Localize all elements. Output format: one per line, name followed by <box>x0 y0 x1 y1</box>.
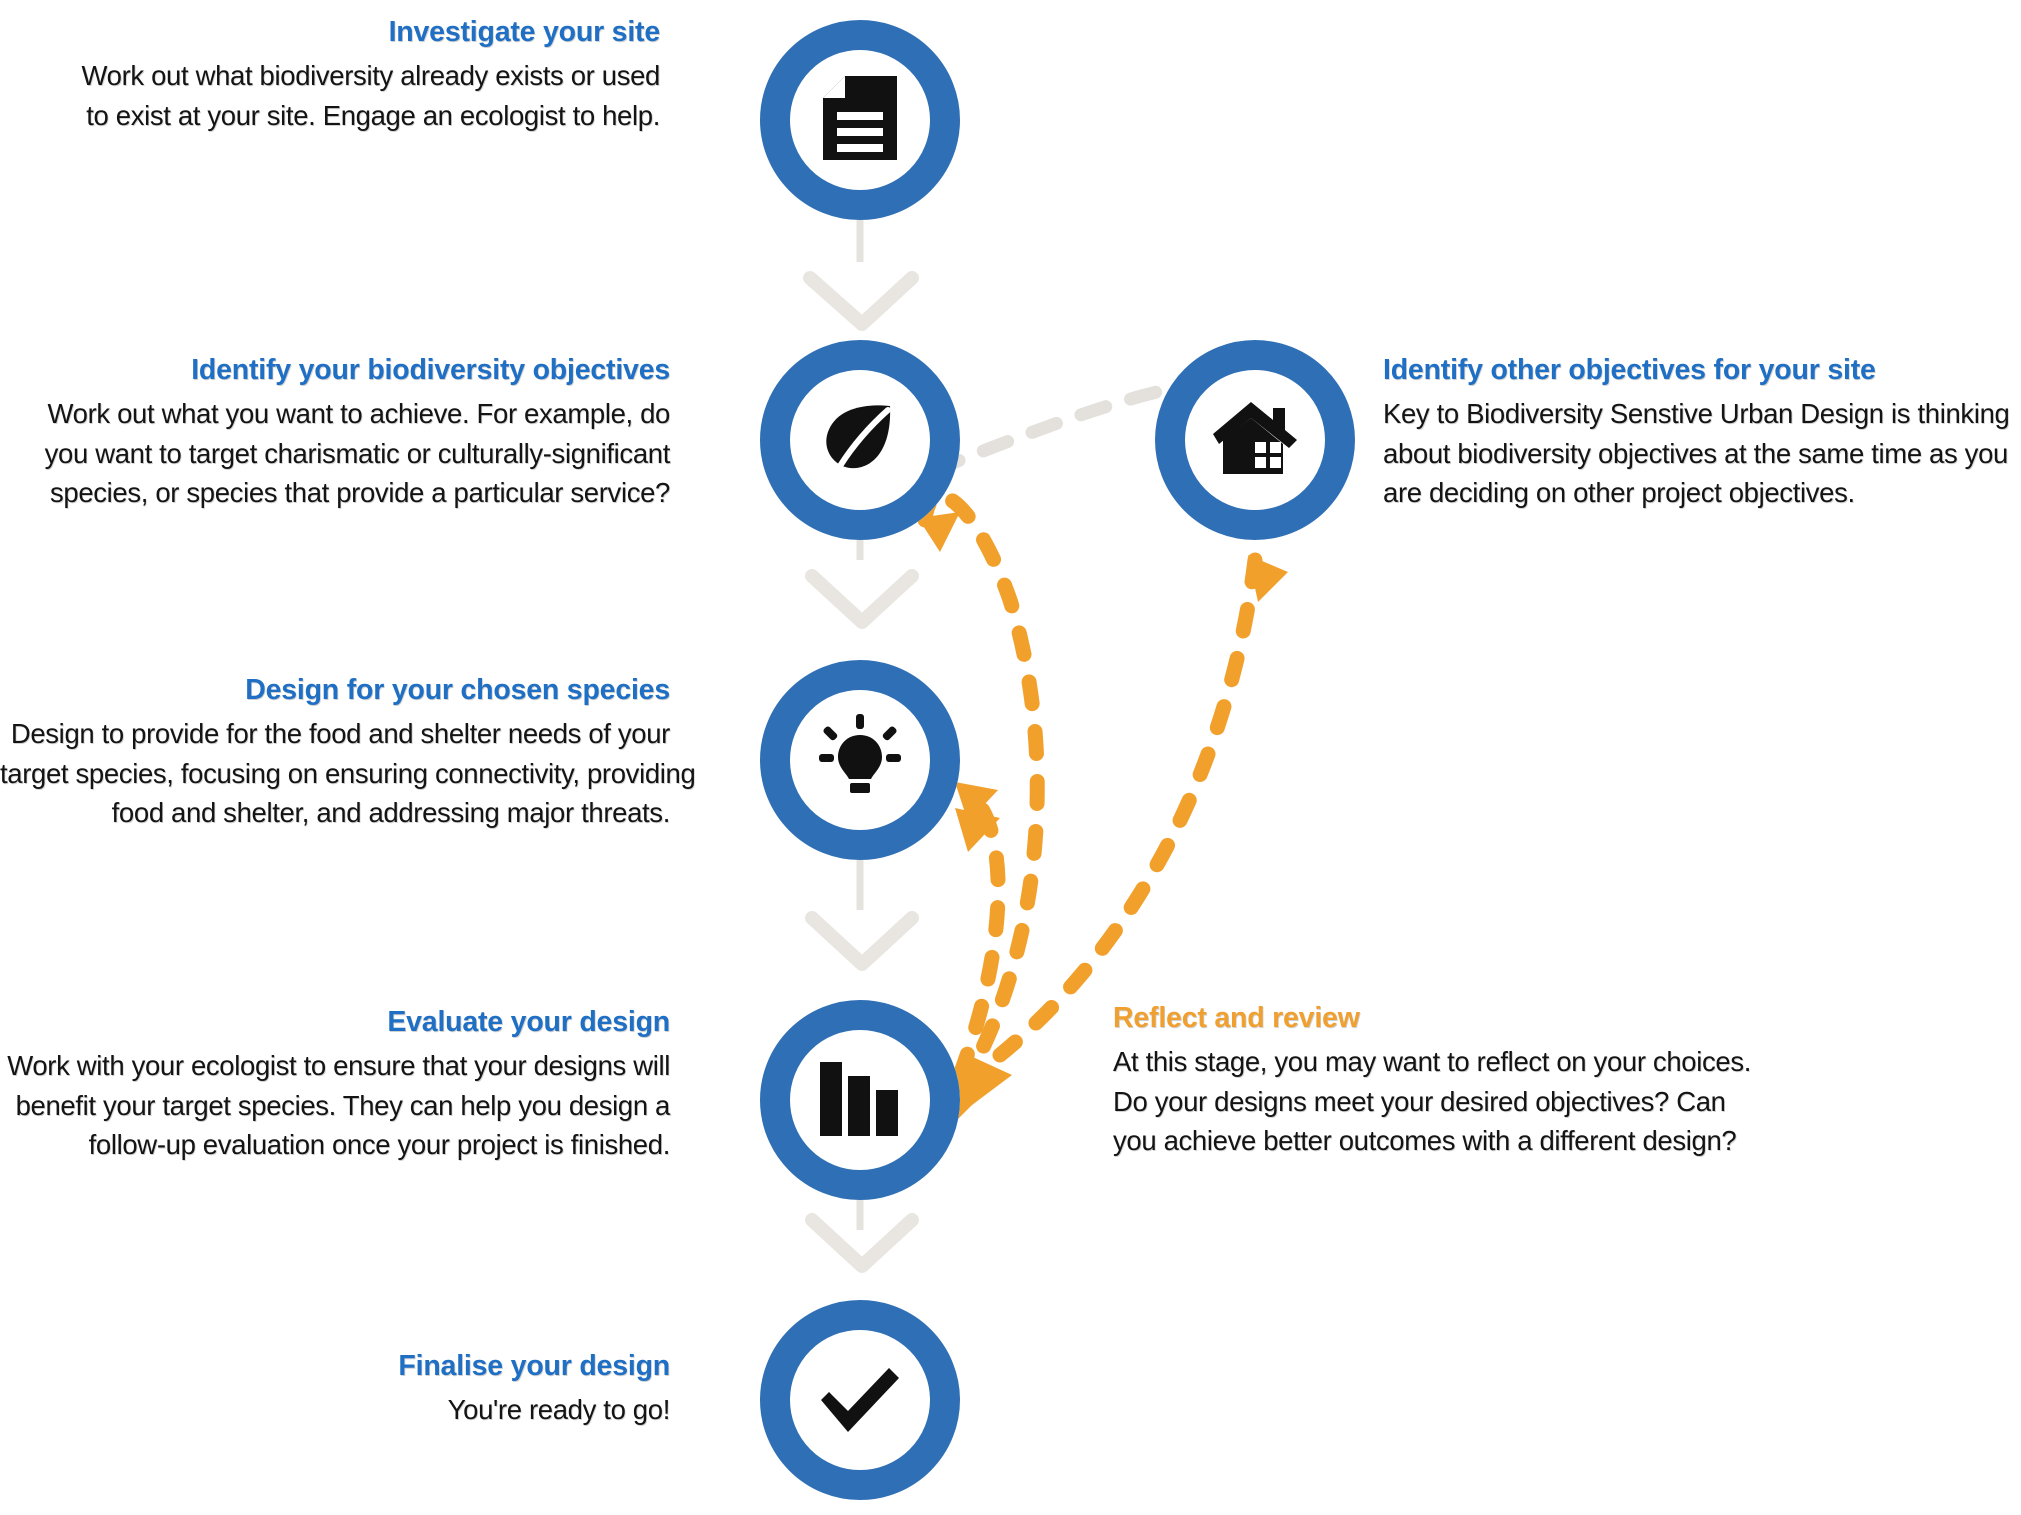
orange-loop-house-to-evaluate <box>992 552 1288 1063</box>
node-finalise-your-design[interactable] <box>760 1300 960 1500</box>
body-line: to exist at your site. Engage an ecologi… <box>86 99 660 131</box>
annotation-title: Reflect and review <box>1113 1002 1360 1034</box>
lightbulb-icon <box>815 713 905 808</box>
block-identify-other-objectives: Identify other objectives for your site … <box>1383 352 2021 512</box>
node-identify-other-objectives[interactable] <box>1155 340 1355 540</box>
step-title: Investigate your site <box>388 16 661 48</box>
block-finalise-your-design: Finalise your design You're ready to go! <box>40 1348 670 1430</box>
body-line: you want to target charismatic or cultur… <box>44 437 671 469</box>
node-investigate-your-site[interactable] <box>760 20 960 220</box>
document-icon <box>823 75 897 165</box>
body-line: follow-up evaluation once your project i… <box>88 1128 671 1160</box>
step-title: Identify your biodiversity objectives <box>191 354 670 386</box>
node-evaluate-your-design[interactable] <box>760 1000 960 1200</box>
body-line: you achieve better outcomes with a diffe… <box>1113 1124 1737 1156</box>
node-identify-your-biodiversity-objectives[interactable] <box>760 340 960 540</box>
step-title: Design for your chosen species <box>245 674 670 706</box>
body-line: benefit your target species. They can he… <box>15 1089 671 1121</box>
annotation-body: At this stage, you may want to reflect o… <box>1113 1042 1813 1159</box>
block-design-for-your-chosen-species: Design for your chosen species Design to… <box>0 672 696 832</box>
body-line: Work out what biodiversity already exist… <box>81 60 661 92</box>
step-title: Finalise your design <box>398 1350 670 1382</box>
step-body: Work out what biodiversity already exist… <box>40 56 661 134</box>
body-line: Work with your ecologist to ensure that … <box>7 1050 670 1082</box>
body-line: food and shelter, and addressing major t… <box>111 796 671 828</box>
body-line: You're ready to go! <box>447 1394 671 1426</box>
block-investigate-your-site: Investigate your site Work out what biod… <box>40 14 661 135</box>
side-body: Key to Biodiversity Senstive Urban Desig… <box>1383 394 2021 511</box>
node-design-for-your-chosen-species[interactable] <box>760 660 960 860</box>
leaf-icon <box>818 396 902 485</box>
step-body: Design to provide for the food and shelt… <box>0 714 696 831</box>
body-line: target species, focusing on ensuring con… <box>0 757 696 789</box>
body-line: Key to Biodiversity Senstive Urban Desig… <box>1383 398 2010 430</box>
block-evaluate-your-design: Evaluate your design Work with your ecol… <box>0 1004 670 1164</box>
side-title: Identify other objectives for your site <box>1383 354 1876 386</box>
body-line: are deciding on other project objectives… <box>1383 476 1855 508</box>
grey-link-biodiversity-to-other <box>928 383 1172 477</box>
step-body: You're ready to go! <box>40 1390 671 1429</box>
body-line: about biodiversity objectives at the sam… <box>1383 437 2008 469</box>
orange-loop-evaluate-to-biodiversity <box>917 488 1045 1098</box>
body-line: At this stage, you may want to reflect o… <box>1113 1046 1752 1078</box>
step-title: Evaluate your design <box>387 1006 670 1038</box>
step-body: Work with your ecologist to ensure that … <box>0 1046 670 1163</box>
body-line: Do your designs meet your desired object… <box>1113 1085 1726 1117</box>
block-reflect-and-review: Reflect and review At this stage, you ma… <box>1113 1000 1813 1160</box>
check-icon <box>815 1362 905 1439</box>
bar-chart-icon <box>818 1060 902 1141</box>
step-body: Work out what you want to achieve. For e… <box>20 394 671 511</box>
body-line: Design to provide for the food and shelt… <box>10 718 671 750</box>
body-line: species, or species that provide a parti… <box>49 476 670 508</box>
block-identify-your-biodiversity-objectives: Identify your biodiversity objectives Wo… <box>20 352 671 512</box>
body-line: Work out what you want to achieve. For e… <box>47 398 671 430</box>
house-icon <box>1211 398 1299 483</box>
orange-loop-design-to-biodiversity-arrowhead <box>955 808 1000 852</box>
